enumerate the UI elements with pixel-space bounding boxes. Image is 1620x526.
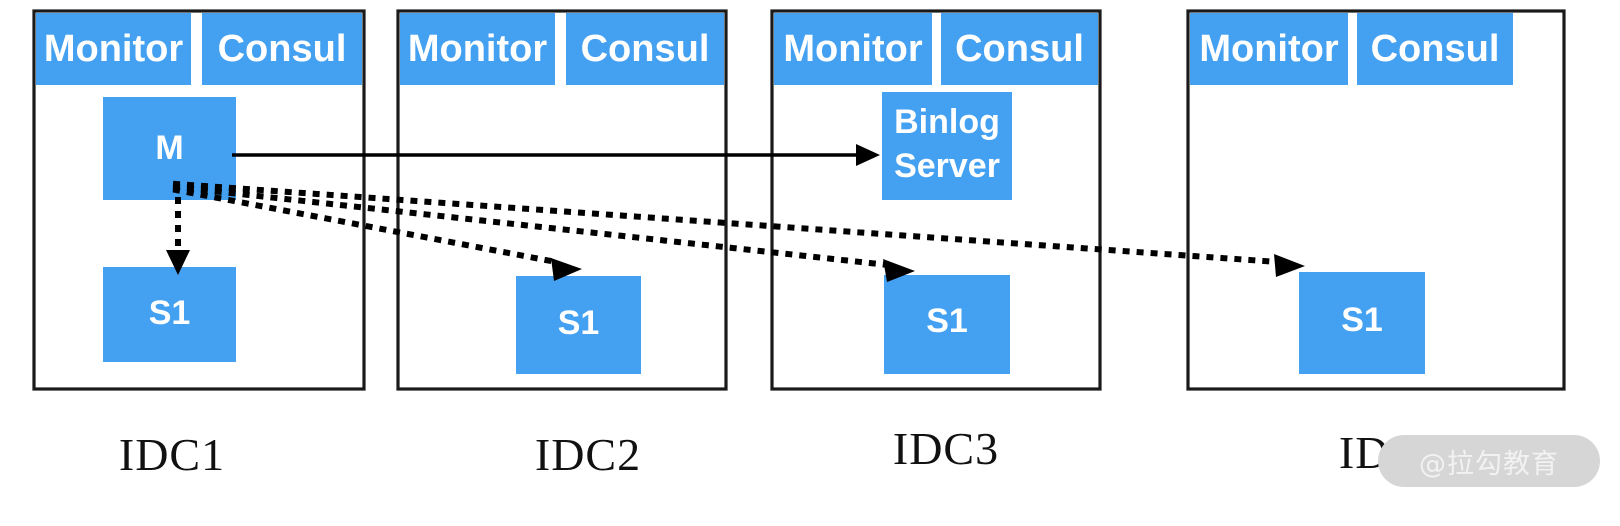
idc2-s1-box[interactable] [516,276,641,374]
panel-idc1: Monitor Consul M S1 [32,9,366,391]
caption-idc2: IDC2 [535,429,641,480]
watermark-badge: @拉勾教育 [1378,435,1600,487]
m-to-idc4-s1-line [172,180,1282,266]
idc3-binlog-label-line2: Server [894,147,1000,185]
idc2-monitor-box[interactable] [400,13,555,85]
idc1-monitor-box[interactable] [36,13,191,85]
panel-idc3: Monitor Consul Binlog Server S1 [770,9,1102,391]
watermark-text: @拉勾教育 [1419,448,1559,480]
connection-m-to-idc3-s1 [172,183,915,282]
connection-m-to-binlog [232,144,880,166]
idc3-s1-label: S1 [926,302,968,340]
panel-idc3-frame [770,9,1102,391]
m-to-idc3-s1-arrowhead [883,259,915,282]
m-to-binlog-arrowhead [856,144,880,166]
idc4-monitor-label: Monitor [1199,28,1339,70]
connection-m-to-idc1-s1 [166,197,190,275]
idc3-binlog-label-line1: Binlog [894,103,1000,141]
idc1-consul-box[interactable] [202,13,362,85]
connection-m-to-idc2-s1 [172,186,582,281]
caption-idc3: IDC3 [893,423,999,474]
idc1-monitor-label: Monitor [44,28,184,70]
idc2-monitor-label: Monitor [408,28,548,70]
idc4-consul-label: Consul [1371,28,1500,70]
caption-idc1: IDC1 [119,429,225,480]
idc3-consul-label: Consul [955,28,1084,70]
panel-idc1-frame [32,9,366,391]
idc1-s1-box[interactable] [103,267,236,362]
idc3-monitor-box[interactable] [774,13,932,85]
idc3-s1-box[interactable] [884,275,1010,374]
m-to-idc3-s1-line [172,183,892,269]
idc4-consul-box[interactable] [1357,13,1513,85]
idc3-monitor-label: Monitor [783,28,923,70]
idc4-s1-box[interactable] [1299,272,1425,374]
idc4-monitor-box[interactable] [1190,13,1348,85]
m-to-idc4-s1-arrowhead [1274,254,1305,277]
m-to-idc2-s1-arrowhead [551,258,582,281]
panel-idc4-frame [1186,9,1566,391]
m-to-idc1-s1-arrowhead [166,250,190,275]
connection-m-to-idc4-s1 [172,180,1305,277]
panel-idc4: Monitor Consul S1 [1186,9,1566,391]
idc1-m-label: M [155,129,183,167]
m-to-idc2-s1-line [172,186,560,266]
idc1-m-box[interactable] [103,97,236,200]
idc2-consul-label: Consul [581,28,710,70]
idc2-consul-box[interactable] [566,13,724,85]
idc1-consul-label: Consul [218,28,347,70]
idc3-consul-box[interactable] [941,13,1098,85]
idc4-s1-label: S1 [1341,301,1383,339]
panel-idc2: Monitor Consul S1 [396,9,728,391]
idc3-binlog-box[interactable] [882,92,1012,200]
idc1-s1-label: S1 [149,294,191,332]
idc2-s1-label: S1 [558,304,600,342]
